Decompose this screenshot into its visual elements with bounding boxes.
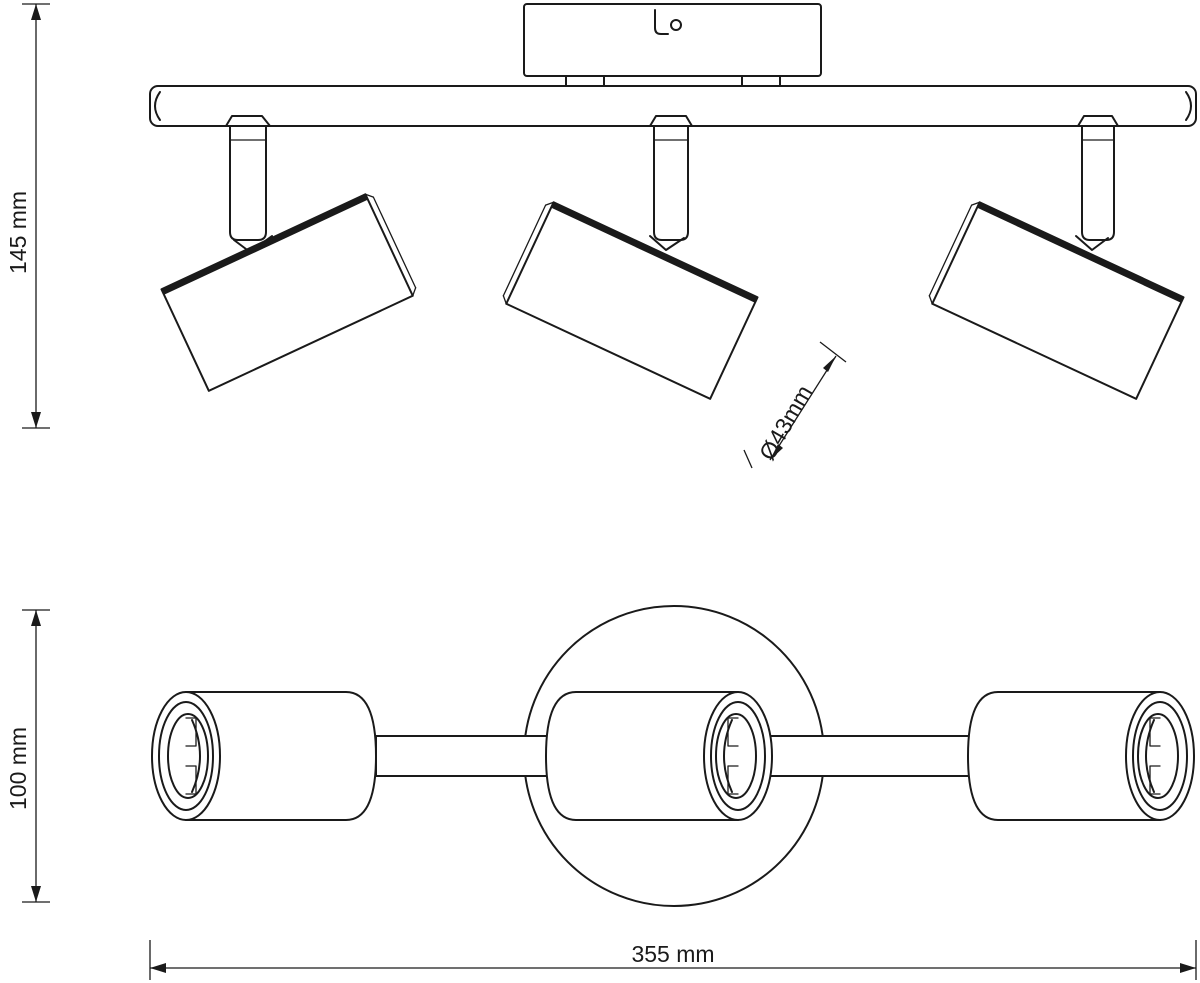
spotlight-center bbox=[502, 115, 759, 400]
diameter-dimension: Ø43mm bbox=[743, 341, 847, 469]
depth-dimension: 100 mm bbox=[5, 609, 50, 903]
width-dimension: 355 mm bbox=[149, 940, 1197, 980]
spot-top-left bbox=[151, 691, 377, 821]
spotlight-right bbox=[928, 115, 1185, 400]
spot-top-right bbox=[967, 691, 1195, 821]
depth-label: 100 mm bbox=[5, 727, 31, 810]
spot-top-center bbox=[545, 691, 773, 821]
height-label: 145 mm bbox=[5, 191, 31, 274]
top-view: 100 mm 355 mm bbox=[5, 605, 1197, 980]
width-label: 355 mm bbox=[631, 941, 714, 967]
ceiling-canopy bbox=[523, 3, 822, 97]
height-dimension: 145 mm bbox=[5, 3, 50, 429]
diameter-label: Ø43mm bbox=[754, 381, 817, 465]
side-view: Ø43mm 145 mm bbox=[5, 3, 1197, 469]
spotlight-left bbox=[160, 115, 417, 392]
bar-segment-left bbox=[375, 735, 549, 777]
bar-segment-right bbox=[769, 735, 971, 777]
